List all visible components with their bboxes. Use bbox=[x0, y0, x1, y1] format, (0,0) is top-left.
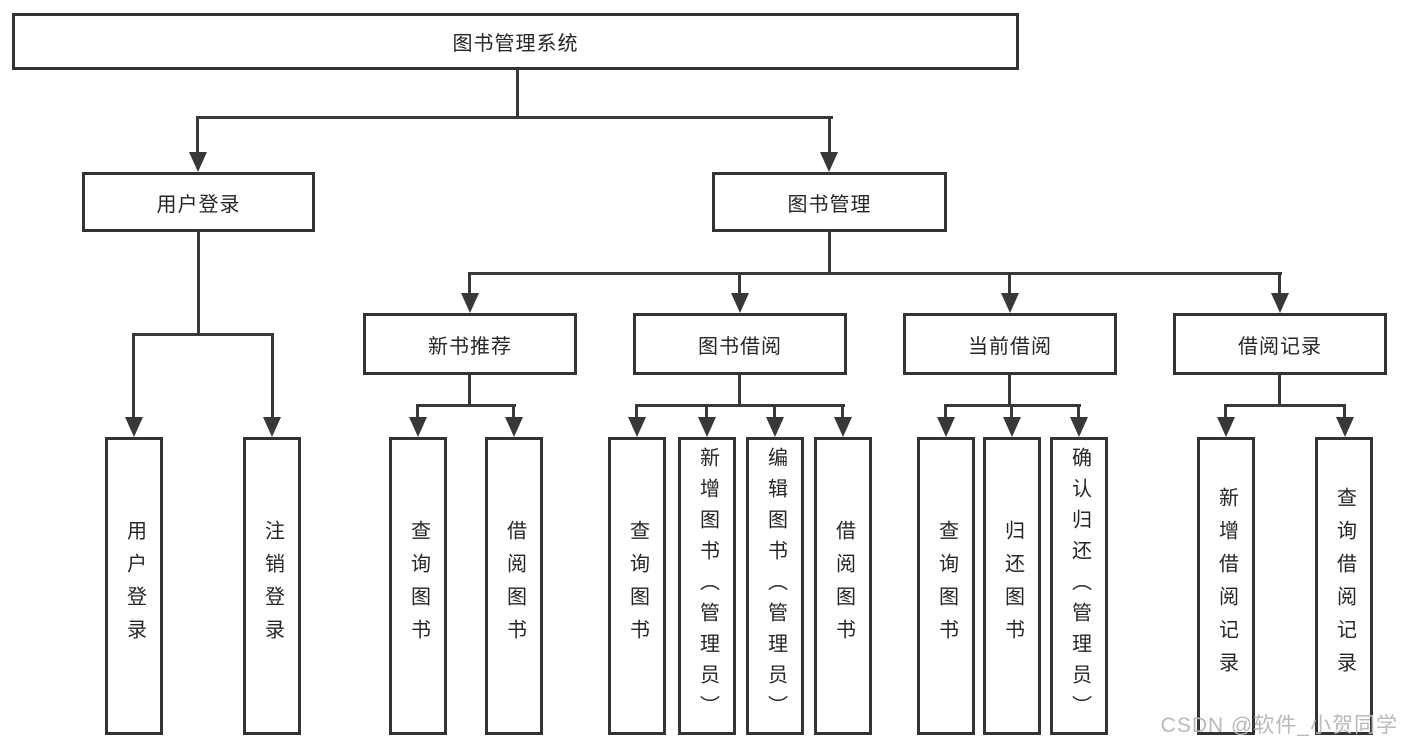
arrowhead-logout-leaf bbox=[263, 417, 281, 437]
node-new-book-recommend-label: 新书推荐 bbox=[428, 335, 512, 358]
leaf-cb-query-books-label: 查询图书 bbox=[935, 520, 958, 652]
connector-bb-borrow-shaft bbox=[841, 404, 844, 418]
leaf-bb-edit-books-label: 编辑图书（管理员） bbox=[764, 446, 787, 726]
connector-bb-add-shaft bbox=[705, 404, 708, 418]
connector-br-add-shaft bbox=[1224, 404, 1227, 418]
node-root-label: 图书管理系统 bbox=[452, 33, 579, 55]
connector-nbr-stem bbox=[468, 374, 471, 407]
connector-nbr-query-shaft bbox=[416, 404, 419, 418]
leaf-br-query-record: 查询借阅记录 bbox=[1315, 437, 1373, 735]
arrowhead-cb-confirm bbox=[1070, 417, 1088, 437]
connector-nbr-bar bbox=[416, 404, 516, 407]
connector-cb-stem bbox=[1008, 374, 1011, 407]
arrowhead-current-borrowing bbox=[1001, 293, 1019, 313]
connector-bb-bar bbox=[635, 404, 845, 407]
connector-book-management-bar bbox=[468, 272, 1282, 275]
arrowhead-bb-add bbox=[698, 417, 716, 437]
leaf-user-login: 用户登录 bbox=[105, 437, 163, 735]
leaf-bb-edit-books: 编辑图书（管理员） bbox=[746, 437, 804, 735]
connector-book-management-stem bbox=[828, 231, 831, 275]
arrowhead-new-book-recommend bbox=[461, 293, 479, 313]
arrowhead-cb-query bbox=[937, 417, 955, 437]
connector-bb-stem bbox=[738, 374, 741, 407]
node-book-management-label: 图书管理 bbox=[787, 193, 872, 216]
leaf-bb-add-books-label: 新增图书（管理员） bbox=[696, 446, 719, 726]
leaf-nbr-query-books: 查询图书 bbox=[389, 437, 447, 735]
connector-br-stem bbox=[1278, 374, 1281, 407]
node-book-management: 图书管理 bbox=[712, 172, 947, 232]
csdn-watermark: CSDN @软件_小贺同学 bbox=[1160, 714, 1398, 737]
connector-root-to-book-management-shaft bbox=[828, 116, 831, 153]
leaf-nbr-query-books-label: 查询图书 bbox=[407, 520, 430, 652]
leaf-br-query-record-label: 查询借阅记录 bbox=[1333, 487, 1356, 685]
leaf-cb-query-books: 查询图书 bbox=[917, 437, 975, 735]
arrowhead-br-add bbox=[1217, 417, 1235, 437]
leaf-bb-query-books: 查询图书 bbox=[608, 437, 666, 735]
node-current-borrowing: 当前借阅 bbox=[903, 313, 1117, 375]
arrowhead-br-query bbox=[1336, 417, 1354, 437]
connector-br-bar bbox=[1224, 404, 1346, 407]
connector-new-book-recommend-shaft bbox=[468, 272, 471, 294]
leaf-logout: 注销登录 bbox=[243, 437, 301, 735]
arrowhead-user-login-leaf bbox=[125, 417, 143, 437]
arrowhead-book-management bbox=[820, 152, 838, 172]
leaf-user-login-label: 用户登录 bbox=[123, 520, 146, 652]
connector-bb-edit-shaft bbox=[773, 404, 776, 418]
connector-logout-leaf-shaft bbox=[271, 333, 274, 418]
leaf-br-add-record-label: 新增借阅记录 bbox=[1215, 487, 1238, 685]
connector-nbr-borrow-shaft bbox=[512, 404, 515, 418]
node-new-book-recommend: 新书推荐 bbox=[363, 313, 577, 375]
leaf-bb-query-books-label: 查询图书 bbox=[626, 520, 649, 652]
arrowhead-bb-query bbox=[628, 417, 646, 437]
arrowhead-bb-borrow bbox=[834, 417, 852, 437]
leaf-logout-label: 注销登录 bbox=[261, 520, 284, 652]
arrowhead-cb-return bbox=[1003, 417, 1021, 437]
leaf-bb-borrow-books: 借阅图书 bbox=[814, 437, 872, 735]
connector-cb-query-shaft bbox=[944, 404, 947, 418]
connector-book-borrowing-shaft bbox=[738, 272, 741, 294]
node-book-borrowing-label: 图书借阅 bbox=[698, 335, 782, 358]
leaf-cb-return-books: 归还图书 bbox=[983, 437, 1041, 735]
arrowhead-user-login bbox=[189, 152, 207, 172]
connector-borrowing-records-shaft bbox=[1278, 272, 1281, 294]
node-user-login: 用户登录 bbox=[82, 172, 315, 232]
arrowhead-borrowing-records bbox=[1271, 293, 1289, 313]
connector-root-bar bbox=[196, 116, 833, 119]
arrowhead-bb-edit bbox=[766, 417, 784, 437]
node-root: 图书管理系统 bbox=[12, 13, 1019, 70]
leaf-bb-borrow-books-label: 借阅图书 bbox=[832, 520, 855, 652]
connector-root-stem bbox=[516, 69, 519, 118]
node-user-login-label: 用户登录 bbox=[156, 193, 241, 216]
node-book-borrowing: 图书借阅 bbox=[633, 313, 847, 375]
connector-cb-confirm-shaft bbox=[1077, 404, 1080, 418]
connector-user-login-leaf-shaft bbox=[132, 333, 135, 418]
connector-root-to-user-login-shaft bbox=[196, 116, 199, 153]
leaf-cb-confirm-return: 确认归还（管理员） bbox=[1050, 437, 1108, 735]
node-borrowing-records: 借阅记录 bbox=[1173, 313, 1387, 375]
leaf-bb-add-books: 新增图书（管理员） bbox=[678, 437, 736, 735]
node-current-borrowing-label: 当前借阅 bbox=[968, 335, 1052, 358]
connector-current-borrowing-shaft bbox=[1008, 272, 1011, 294]
leaf-nbr-borrow-books-label: 借阅图书 bbox=[503, 520, 526, 652]
connector-bb-query-shaft bbox=[635, 404, 638, 418]
leaf-br-add-record: 新增借阅记录 bbox=[1197, 437, 1255, 735]
leaf-cb-return-books-label: 归还图书 bbox=[1001, 520, 1024, 652]
leaf-cb-confirm-return-label: 确认归还（管理员） bbox=[1068, 446, 1091, 726]
arrowhead-nbr-borrow bbox=[505, 417, 523, 437]
connector-user-login-stem bbox=[197, 231, 200, 335]
arrowhead-nbr-query bbox=[409, 417, 427, 437]
connector-br-query-shaft bbox=[1343, 404, 1346, 418]
leaf-nbr-borrow-books: 借阅图书 bbox=[485, 437, 543, 735]
node-borrowing-records-label: 借阅记录 bbox=[1238, 335, 1322, 358]
connector-user-login-bar bbox=[132, 333, 274, 336]
arrowhead-book-borrowing bbox=[731, 293, 749, 313]
connector-cb-return-shaft bbox=[1010, 404, 1013, 418]
